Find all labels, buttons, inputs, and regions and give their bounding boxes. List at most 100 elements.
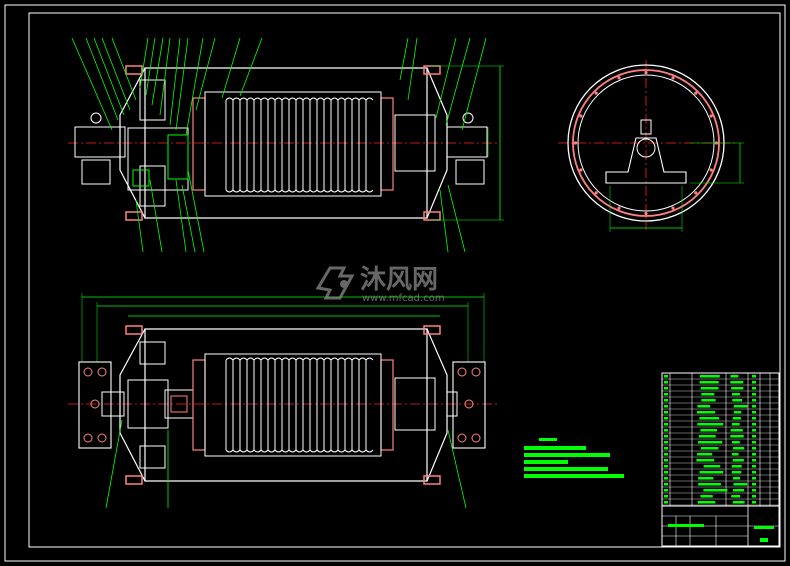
motor-fin-cap (337, 449, 346, 453)
top-leader-line (435, 37, 457, 119)
motor-fin-cap (309, 357, 318, 361)
parts-cell-material (731, 441, 740, 444)
motor-fin-cap (295, 97, 304, 101)
motor-fin-cap (274, 357, 283, 361)
top-gear-housing (139, 79, 166, 121)
parts-cell-material (732, 417, 741, 420)
motor-fin-cap (246, 449, 255, 453)
top-leader-line-bottom (135, 199, 144, 253)
motor-fin-cap (260, 189, 269, 193)
motor-fin-cap (239, 97, 248, 101)
motor-fin-cap (267, 97, 276, 101)
top-leader-line (195, 37, 216, 111)
parts-cell-name (703, 465, 721, 468)
motor-fin-cap (253, 189, 262, 193)
end-view (558, 60, 744, 232)
parts-cell-qty (752, 483, 756, 486)
technical-notes (524, 438, 624, 478)
parts-cell-no (664, 489, 668, 492)
motor-fin-cap (253, 449, 262, 453)
bot-left-hole-2 (97, 367, 107, 377)
top-leader-line (185, 37, 204, 136)
title-block-name-bar (668, 524, 704, 527)
parts-cell-qty (752, 381, 756, 384)
bot-motor-plate-left (192, 359, 206, 451)
motor-fin-cap (232, 449, 241, 453)
parts-cell-qty (752, 447, 756, 450)
parts-cell-material (732, 459, 744, 462)
bot-motor-body (204, 353, 382, 457)
parts-cell-no (664, 435, 668, 438)
parts-cell-no (664, 417, 668, 420)
end-bolt-hole (709, 168, 713, 172)
motor-fin-cap (239, 189, 248, 193)
motor-fin-cap (253, 97, 262, 101)
bot-motor-fins (225, 357, 374, 453)
watermark-url: www.mfcad.com (362, 293, 445, 304)
notes-line-3 (524, 460, 568, 464)
motor-fin-cap (246, 189, 255, 193)
top-leader-line (71, 37, 113, 131)
motor-fin-cap (288, 97, 297, 101)
parts-cell-name (701, 393, 715, 396)
motor-fin-cap (267, 189, 276, 193)
notes-line-5 (524, 474, 624, 478)
motor-fin-cap (274, 449, 283, 453)
parts-cell-qty (752, 477, 756, 480)
motor-fin-cap (365, 449, 374, 453)
top-gear-block (167, 134, 189, 180)
bot-left-hole-3 (83, 433, 93, 443)
parts-cell-no (664, 381, 668, 384)
parts-cell-name (699, 381, 719, 384)
top-leader-line (169, 37, 181, 126)
parts-list-rows (662, 378, 779, 506)
bot-motor-plate-right (380, 359, 394, 451)
top-left-pedestal (81, 159, 111, 185)
top-right-pedestal (455, 159, 485, 185)
bot-flange-bl (125, 475, 143, 485)
bot-flange-br (423, 475, 441, 485)
top-leader-line (445, 37, 471, 126)
parts-cell-material (731, 471, 742, 474)
motor-fin-cap (330, 189, 339, 193)
parts-cell-no (664, 483, 668, 486)
bot-flange-tr (423, 325, 441, 335)
motor-fin-cap (288, 449, 297, 453)
watermark: 沐风网 www.mfcad.com (315, 265, 445, 304)
top-flange-bl (125, 211, 143, 221)
bot-reducer-body (127, 379, 169, 429)
bot-left-shaft (101, 391, 125, 417)
parts-cell-no (664, 423, 668, 426)
motor-fin-cap (281, 449, 290, 453)
bot-gear-housing-lower (139, 445, 166, 469)
parts-cell-name (697, 405, 711, 408)
top-leader-lines-bottom (135, 169, 466, 253)
end-bolt-hole (594, 191, 598, 195)
end-bolt-hole (573, 141, 578, 145)
motor-fin-cap (225, 357, 234, 361)
motor-fin-cap (365, 189, 374, 193)
motor-fin-cap (232, 189, 241, 193)
motor-fin-cap (281, 189, 290, 193)
top-leader-lines (71, 37, 487, 136)
motor-fin-cap (267, 449, 276, 453)
end-bolt-hole (579, 114, 583, 118)
inner-frame (28, 12, 781, 548)
parts-cell-no (664, 399, 668, 402)
motor-fin-cap (302, 449, 311, 453)
top-motor-body (204, 91, 382, 197)
parts-cell-name (698, 435, 716, 438)
motor-fin-cap (344, 97, 353, 101)
parts-cell-material (730, 381, 744, 384)
bot-right-hole-2 (471, 367, 481, 377)
top-reducer-body (127, 127, 189, 191)
motor-fin-cap (253, 357, 262, 361)
top-leader-line (111, 37, 137, 101)
parts-cell-name (697, 453, 713, 456)
top-right-bolt (462, 112, 474, 124)
parts-cell-qty (752, 489, 756, 492)
motor-fin-cap (344, 189, 353, 193)
parts-list-frame (661, 372, 780, 507)
motor-fin-cap (344, 357, 353, 361)
parts-cell-qty (752, 405, 756, 408)
